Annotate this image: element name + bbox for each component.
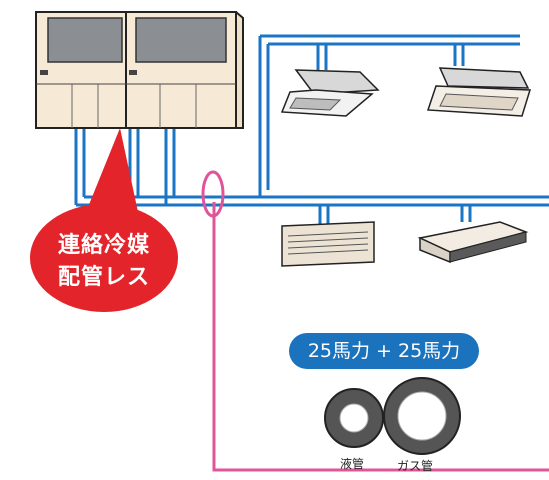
callout-bubble	[30, 128, 178, 312]
control-wire	[201, 170, 549, 472]
gas-pipe-label: ガス管	[397, 459, 434, 473]
capacity-badge: 25馬力 + 25馬力	[289, 333, 479, 369]
outdoor-unit-icon	[35, 11, 244, 129]
ceiling-cassette-unit-icon	[280, 69, 380, 117]
liquid-pipe-label: 液管	[340, 457, 365, 471]
ceiling-suspended-unit-icon	[417, 221, 529, 264]
ceiling-cassette-unit-icon	[426, 67, 532, 117]
callout-line1: 連絡冷媒	[57, 233, 150, 258]
refrigerant-piping	[74, 34, 549, 226]
pipe-cross-section-icon	[324, 388, 384, 448]
wall-mounted-unit-icon	[281, 221, 375, 267]
pipe-cross-section-icon	[383, 377, 461, 455]
callout-line2: 配管レス	[57, 265, 150, 290]
